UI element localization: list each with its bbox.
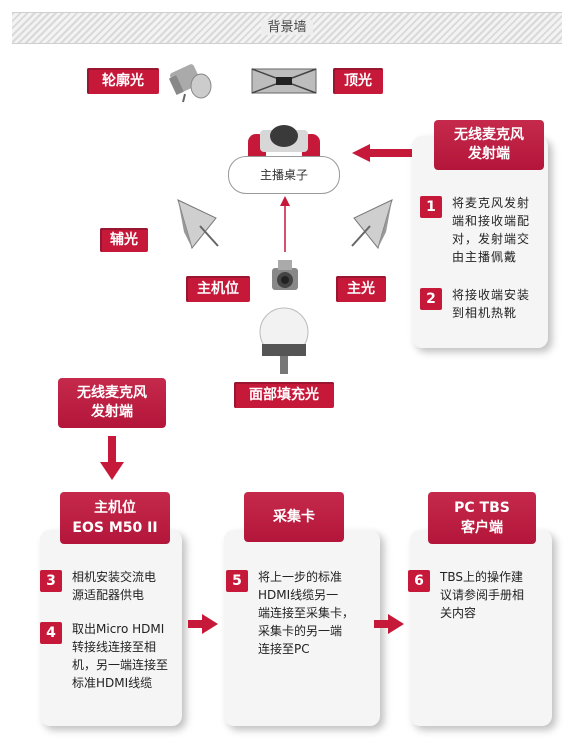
step-4-text: 取出Micro HDMI 转接线连接至相 机，另一端连接至 标准HDMI线缆 (72, 622, 169, 690)
rim-light-label: 轮廓光 (87, 68, 159, 94)
host-desk: 主播桌子 (228, 156, 340, 194)
step-2-badge: 2 (420, 288, 442, 310)
key-light-label: 主光 (336, 276, 386, 302)
rim-light-icon (168, 64, 212, 103)
camera-box: 主机位 EOS M50 II (60, 492, 170, 544)
step-3-badge: 3 (40, 570, 62, 592)
camera-title-line2: EOS M50 II (72, 520, 158, 536)
mic-title-line2: 发射端 (468, 146, 510, 162)
top-light-icon (251, 68, 317, 94)
fill-light-icon (177, 199, 219, 250)
mic-transmitter-box-bottom: 无线麦克风 发射端 (58, 378, 166, 428)
arrow-camera-to-capture (188, 614, 218, 634)
pc-steps-card (410, 530, 552, 726)
top-light-label: 顶光 (333, 68, 383, 94)
key-light-icon (351, 199, 393, 250)
arrow-capture-to-pc (374, 614, 404, 634)
step-2-text: 将接收端安装 到相机热靴 (452, 288, 531, 320)
mic-bottom-title-line1: 无线麦克风 (77, 385, 147, 401)
arrow-mic-to-desk (352, 144, 422, 162)
background-wall: 背景墙 (12, 12, 562, 44)
step-3-text: 相机安装交流电 源适配器供电 (72, 570, 157, 602)
mic-steps-card (412, 136, 548, 348)
step-6-text: TBS上的操作建 议请参阅手册相 关内容 (440, 570, 525, 620)
fill-light-label: 辅光 (100, 228, 148, 252)
camera-steps-card (40, 530, 182, 726)
arrow-camera-to-desk (280, 196, 290, 252)
camera-position-label: 主机位 (186, 276, 250, 302)
mic-bottom-title-line2: 发射端 (91, 404, 133, 420)
arrow-mic-to-camera (100, 436, 124, 480)
capture-card-box: 采集卡 (244, 492, 344, 542)
wall-label: 背景墙 (261, 20, 313, 35)
face-fill-light-icon (259, 307, 309, 374)
mic-transmitter-box-top: 无线麦克风 发射端 (434, 120, 544, 170)
pc-title-line1: PC TBS (454, 500, 510, 516)
pc-tbs-box: PC TBS 客户端 (428, 492, 536, 544)
step-1-text: 将麦克风发射 端和接收端配 对，发射端交 由主播佩戴 (452, 196, 531, 264)
step-4-badge: 4 (40, 622, 62, 644)
step-1-badge: 1 (420, 196, 442, 218)
pc-title-line2: 客户端 (461, 520, 503, 536)
capture-steps-card (224, 530, 380, 726)
step-6-badge: 6 (408, 570, 430, 592)
face-fill-light-label: 面部填充光 (234, 382, 334, 408)
step-5-badge: 5 (226, 570, 248, 592)
mic-title-line1: 无线麦克风 (454, 127, 524, 143)
camera-icon (272, 260, 298, 290)
capture-title: 采集卡 (273, 509, 315, 525)
step-5-text: 将上一步的标准 HDMI线缆另一 端连接至采集卡， 采集卡的另一端 连接至PC (258, 570, 355, 656)
camera-title-line1: 主机位 (94, 500, 136, 516)
